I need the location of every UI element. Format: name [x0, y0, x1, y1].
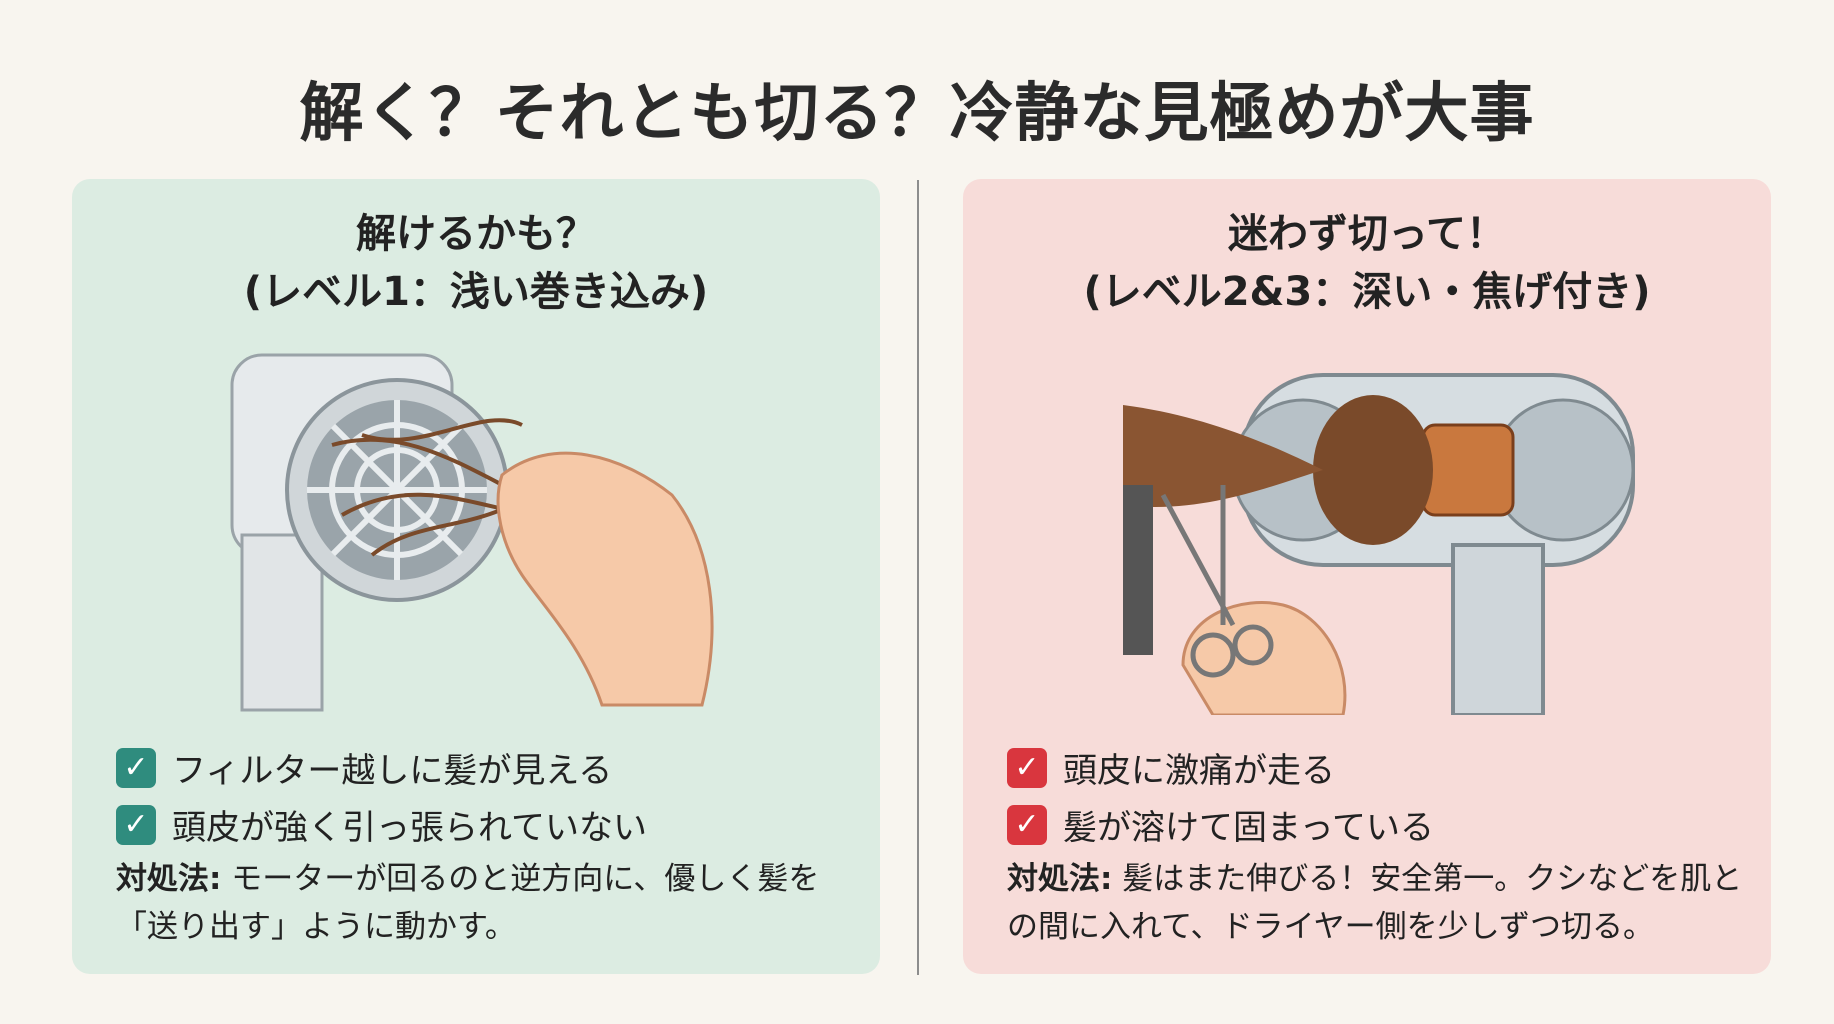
hair-dryer-cut-illustration [1123, 373, 1635, 715]
checklist-text: 頭皮が強く引っ張られていない [172, 808, 647, 848]
divider [917, 180, 919, 975]
remedy: 対処法: 髪はまた伸びる！安全第一。クシなどを肌との間に入れて、ドライヤー側を少… [1007, 855, 1747, 951]
checklist-item: ✓ フィルター越しに髪が見える [116, 739, 647, 796]
checklist-text: 髪が溶けて固まっている [1063, 808, 1434, 848]
heading-line2: (レベル1：浅い巻き込み) [243, 269, 709, 315]
heading-line1: 迷わず切って！ [1228, 211, 1506, 257]
checkmark-icon: ✓ [1007, 804, 1047, 845]
heading-line1: 解けるかも？ [356, 211, 596, 257]
remedy-text: モーターが回るのと逆方向に、優しく髪を「送り出す」ように動かす。 [116, 861, 820, 945]
checkmark-icon: ✓ [116, 747, 156, 788]
checkmark-icon: ✓ [1007, 747, 1047, 788]
checklist: ✓ 頭皮に激痛が走る ✓ 髪が溶けて固まっている [1007, 739, 1434, 853]
checklist-item: ✓ 頭皮が強く引っ張られていない [116, 796, 647, 853]
hair-dryer-untangle-illustration [230, 353, 714, 712]
remedy-text: 髪はまた伸びる！安全第一。クシなどを肌との間に入れて、ドライヤー側を少しずつ切る… [1007, 861, 1743, 945]
checklist-item: ✓ 頭皮に激痛が走る [1007, 739, 1434, 796]
remedy-label: 対処法: [116, 861, 222, 897]
page-title: 解く？それとも切る？冷静な見極めが大事 [299, 77, 1535, 151]
checklist: ✓ フィルター越しに髪が見える ✓ 頭皮が強く引っ張られていない [116, 739, 647, 853]
checklist-item: ✓ 髪が溶けて固まっている [1007, 796, 1434, 853]
panel-heading: 迷わず切って！ (レベル2&3：深い・焦げ付き) [963, 205, 1771, 321]
heading-line2: (レベル2&3：深い・焦げ付き) [1083, 269, 1651, 315]
panel-untangle: 解けるかも？ (レベル1：浅い巻き込み) ✓ フィルター越しに髪が見える ✓ 頭… [72, 179, 880, 974]
panel-heading: 解けるかも？ (レベル1：浅い巻き込み) [72, 205, 880, 321]
checklist-text: 頭皮に激痛が走る [1063, 751, 1335, 791]
panel-cut: 迷わず切って！ (レベル2&3：深い・焦げ付き) ✓ 頭皮に激痛が走る ✓ 髪が… [963, 179, 1771, 974]
remedy: 対処法: モーターが回るのと逆方向に、優しく髪を「送り出す」ように動かす。 [116, 855, 856, 951]
checkmark-icon: ✓ [116, 804, 156, 845]
remedy-label: 対処法: [1007, 861, 1113, 897]
checklist-text: フィルター越しに髪が見える [172, 751, 613, 791]
